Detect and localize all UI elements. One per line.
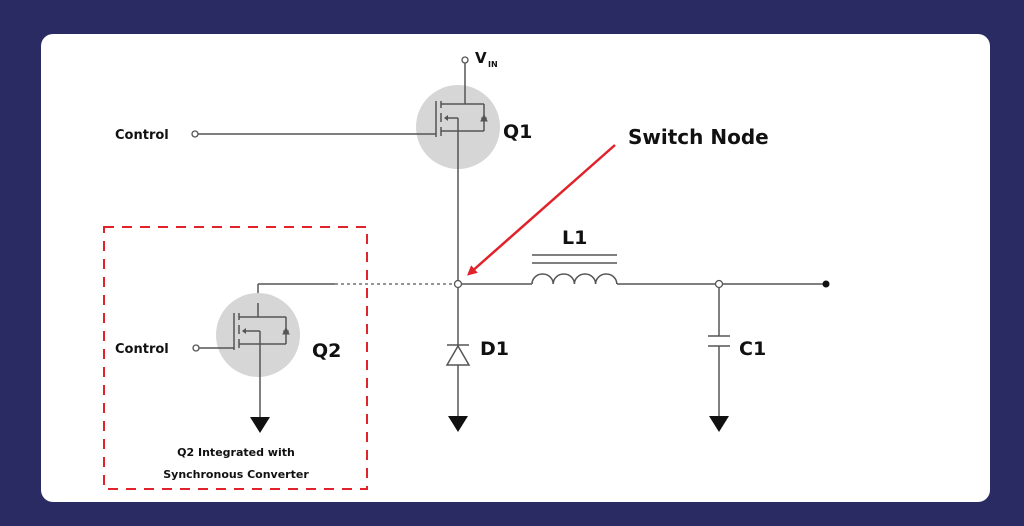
d1-diode bbox=[445, 344, 471, 366]
q1-label: Q1 bbox=[503, 121, 532, 143]
c1-capacitor bbox=[708, 335, 730, 347]
switch-node-label: Switch Node bbox=[628, 125, 769, 149]
d1-label: D1 bbox=[480, 338, 509, 360]
vin-label: V bbox=[475, 49, 487, 67]
c1-node-terminal bbox=[714, 279, 724, 289]
switch-node-terminal bbox=[453, 279, 463, 289]
switch-node-arrow bbox=[467, 144, 616, 276]
l1-inductor bbox=[531, 254, 618, 285]
d1-ground-icon bbox=[448, 416, 468, 432]
diagram-card bbox=[41, 34, 990, 502]
l1-label: L1 bbox=[562, 227, 587, 249]
q2-highlight-circle bbox=[216, 293, 300, 377]
output-terminal bbox=[822, 280, 830, 288]
vin-subscript: IN bbox=[488, 60, 498, 69]
c1-label: C1 bbox=[739, 338, 766, 360]
q2-label: Q2 bbox=[312, 340, 341, 362]
integrated-label-line1: Q2 Integrated with bbox=[177, 446, 295, 459]
control-q1-terminal bbox=[191, 130, 199, 138]
integrated-label-line2: Synchronous Converter bbox=[163, 468, 309, 481]
c1-ground-icon bbox=[709, 416, 729, 432]
vin-terminal bbox=[461, 56, 469, 64]
q1-mosfet bbox=[416, 62, 500, 170]
integrated-box bbox=[103, 226, 368, 490]
control-q2-label: Control bbox=[115, 342, 169, 357]
q2-mosfet bbox=[216, 293, 300, 418]
control-q1-label: Control bbox=[115, 128, 169, 143]
control-q2-terminal bbox=[192, 344, 200, 352]
q2-ground-icon bbox=[250, 417, 270, 433]
